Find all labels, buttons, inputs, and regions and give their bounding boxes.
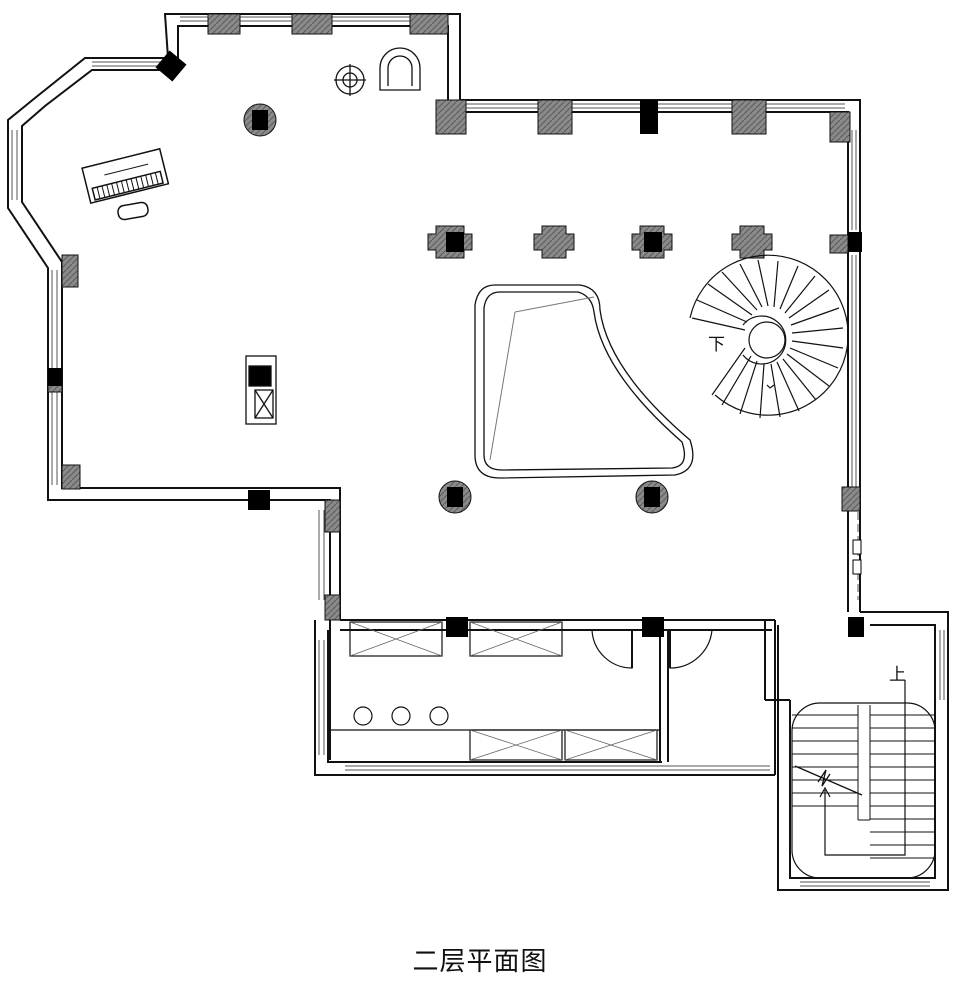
cabinet [245,355,277,425]
interior-columns [243,103,773,514]
piano [81,147,170,205]
atrium-void [474,284,694,479]
drawing-caption: 二层平面图 [412,947,548,977]
kitchen-fixtures [328,621,713,761]
lounge-chair-icon [379,47,421,91]
exterior-walls [7,13,949,891]
solid-columns [48,50,864,637]
floor-lamp-icon [334,64,366,96]
staircase [791,680,936,879]
spiral-staircase [689,254,849,419]
spiral-stair-down-label: 下 [708,335,725,355]
hatched-pilasters [47,13,861,621]
windows [11,16,945,887]
piano-bench [117,201,149,221]
stair-up-label: 上 [889,665,906,685]
